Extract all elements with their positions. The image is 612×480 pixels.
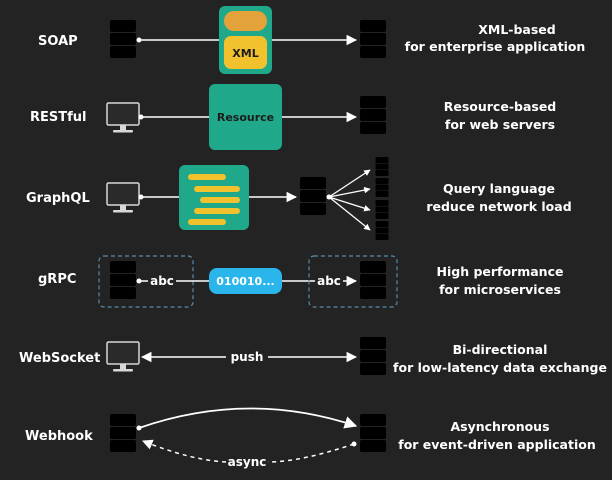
desc-restful-line2: for web servers [445, 117, 555, 132]
desc-graphql-line1: Query language [443, 181, 555, 196]
binary-payload-label: 010010... [216, 275, 274, 288]
arrow-origin-dot [136, 37, 142, 43]
binary-payload-box [209, 268, 282, 294]
push-label: push [231, 350, 264, 364]
server-stack-icon [360, 337, 386, 375]
async-label: async [228, 455, 267, 469]
desc-graphql-line2: reduce network load [426, 199, 571, 214]
grpc-server-container [308, 255, 398, 308]
desc-soap-line2: for enterprise application [405, 39, 586, 54]
protocol-label-webhook: Webhook [25, 429, 93, 444]
protocol-label-restful: RESTful [30, 110, 87, 125]
server-stack-icon [375, 200, 389, 219]
arrow-origin-dot [138, 114, 144, 120]
resource-box [209, 84, 282, 150]
server-stack-icon [110, 414, 136, 452]
desc-websocket-line1: Bi-directional [453, 342, 548, 357]
arrow-origin-dot [138, 194, 144, 200]
monitor-icon [106, 182, 140, 214]
grpc-left-label: abc [150, 274, 174, 288]
row-restful: RESTful Resource Resource-based for web … [30, 84, 556, 150]
server-stack-icon [360, 20, 386, 58]
server-stack-icon [375, 221, 389, 240]
grpc-right-label: abc [317, 274, 341, 288]
xml-box-label: XML [232, 47, 258, 60]
server-stack-icon [360, 261, 386, 299]
protocol-label-soap: SOAP [38, 34, 78, 49]
webhook-async-return-right [267, 443, 355, 463]
protocol-label-grpc: gRPC [38, 272, 76, 287]
server-stack-icon [300, 177, 326, 215]
fan-out-arrows [328, 169, 371, 231]
desc-webhook-line1: Asynchronous [450, 419, 549, 434]
protocol-label-websocket: WebSocket [19, 351, 100, 366]
desc-soap-line1: XML-based [478, 22, 555, 37]
row-webhook: Webhook async Asynchronous for event-dri… [25, 407, 596, 469]
fan-out-origin-dot [326, 194, 332, 200]
async-origin-dot [351, 441, 357, 447]
resource-box-label: Resource [217, 111, 274, 124]
row-grpc: gRPC abc 010010... abc High performance … [38, 255, 564, 308]
webhook-async-return-left [142, 439, 227, 463]
arrow-origin-dot [136, 278, 142, 284]
row-soap: SOAP XML XML-based for enterprise applic… [38, 6, 585, 74]
server-stack-icon [110, 261, 136, 299]
arrow-origin-dot [136, 425, 142, 431]
desc-grpc-line2: for microservices [439, 282, 561, 297]
desc-grpc-line1: High performance [437, 264, 564, 279]
row-websocket: WebSocket push Bi-directional for low-la… [19, 337, 607, 375]
server-stack-icon [360, 96, 386, 134]
server-stack-icon [375, 178, 389, 197]
server-stack-icon [110, 20, 136, 58]
xml-box: XML [219, 6, 272, 74]
query-box [179, 165, 249, 230]
desc-websocket-line2: for low-latency data exchange [393, 360, 607, 375]
protocol-label-graphql: GraphQL [26, 191, 90, 206]
desc-webhook-line2: for event-driven application [398, 437, 595, 452]
row-graphql: GraphQL Query language reduce network lo… [26, 157, 572, 240]
desc-restful-line1: Resource-based [444, 99, 557, 114]
server-stack-icon [375, 157, 389, 176]
server-stack-icon [360, 414, 386, 452]
monitor-icon [106, 341, 140, 373]
webhook-call-arrow [138, 407, 358, 429]
monitor-icon [106, 102, 140, 134]
